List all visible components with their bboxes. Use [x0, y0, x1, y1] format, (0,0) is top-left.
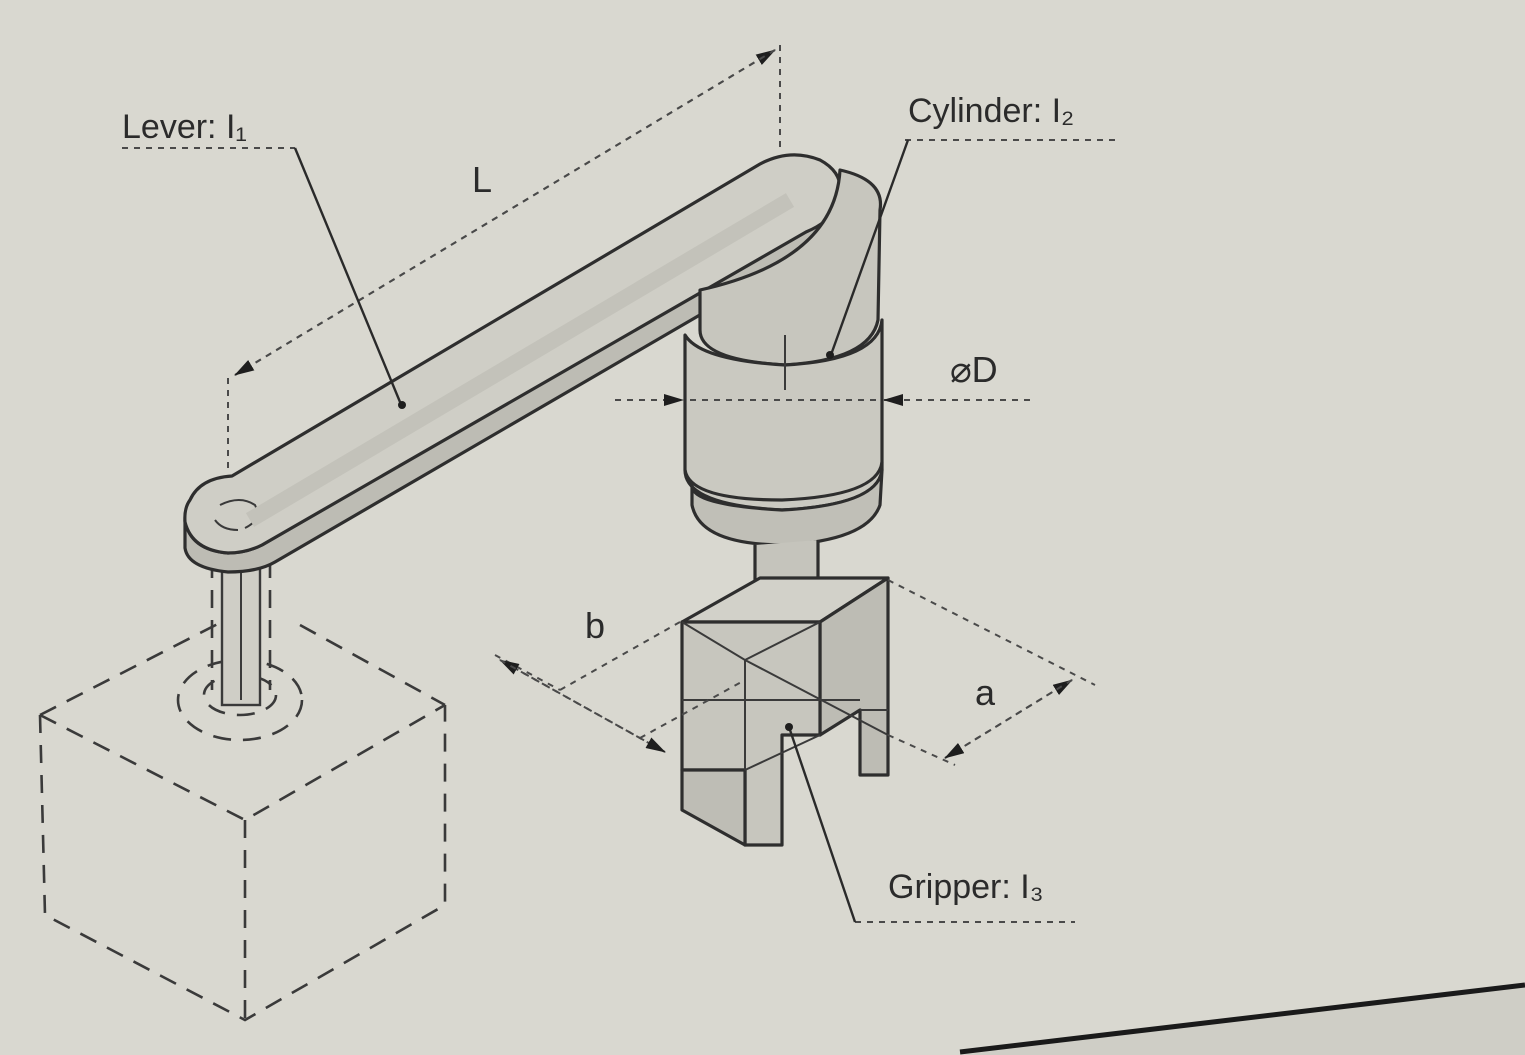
- pivot-shaft: [210, 553, 272, 707]
- gripper-callout: Gripper: I₃: [785, 723, 1075, 923]
- dimension-b-label: b: [585, 605, 605, 646]
- gripper-part: [680, 576, 890, 847]
- cylinder-part: [683, 168, 884, 614]
- dimension-D: ⌀D: [615, 349, 1030, 406]
- dimension-L-label: L: [472, 159, 492, 200]
- lever-callout: Lever: I₁: [122, 108, 406, 409]
- cylinder-callout: Cylinder: I₂: [826, 92, 1118, 359]
- dimension-a: a: [887, 579, 1096, 766]
- dimension-b: b: [494, 605, 746, 753]
- dimension-D-label: ⌀D: [950, 349, 998, 390]
- lever-label: Lever: I₁: [122, 108, 247, 146]
- dimension-L: L: [227, 45, 781, 470]
- gripper-label: Gripper: I₃: [888, 868, 1044, 906]
- cylinder-label: Cylinder: I₂: [908, 92, 1074, 130]
- dimension-a-label: a: [975, 672, 996, 713]
- page-edge-line: [959, 982, 1525, 1055]
